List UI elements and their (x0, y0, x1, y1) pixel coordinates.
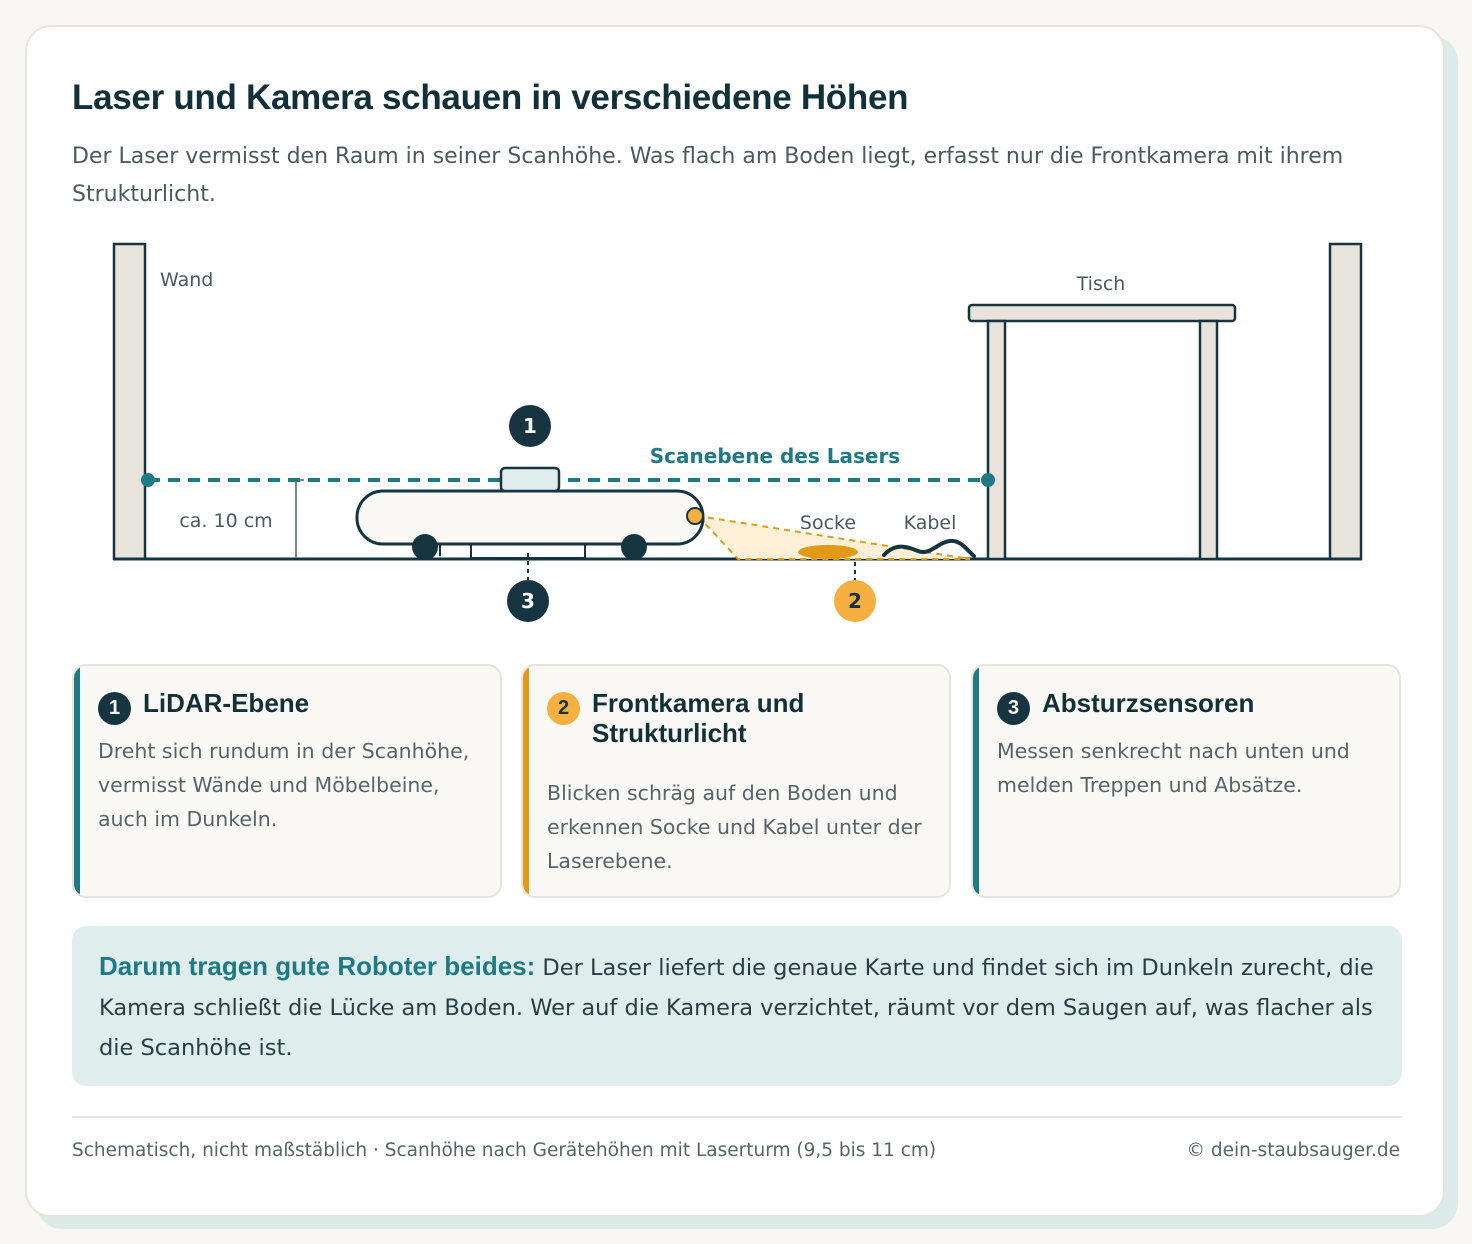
card-accent (523, 666, 529, 896)
card-badge: 1 (98, 692, 131, 725)
table-leg-right (1198, 319, 1219, 561)
marker-2-circle (834, 580, 876, 622)
robot-underside (439, 545, 586, 559)
card-cliff-sensors: 3 Absturzsensoren Messen senkrecht nach … (971, 664, 1401, 898)
summary-box: Darum tragen gute Roboter beides: Der La… (72, 926, 1402, 1086)
card-title: Absturzsensoren (1042, 688, 1255, 718)
card-text: Blicken schräg auf den Boden und erkenne… (547, 781, 922, 873)
card-title: LiDAR-Ebene (143, 688, 310, 718)
card-header: 1 LiDAR-Ebene (98, 688, 480, 725)
marker-3-circle (507, 580, 549, 622)
table-leg-left (986, 319, 1007, 561)
copyright: © dein-staubsauger.de (1186, 1140, 1400, 1161)
card-text: Messen senkrecht nach unten und melden T… (997, 739, 1350, 797)
card-header: 2 Frontkamera und Strukturlicht (547, 688, 929, 748)
card-title: Frontkamera und Strukturlicht (592, 688, 805, 748)
right-wall (1328, 242, 1363, 561)
summary-lead: Darum tragen gute Roboter beides: (99, 951, 536, 981)
footer-divider (72, 1116, 1402, 1118)
wall-label: Wand (160, 269, 213, 291)
left-wall (112, 242, 147, 561)
card-text: Dreht sich rundum in der Scanhöhe, vermi… (98, 739, 470, 831)
summary-text: Der Laser liefert die genaue Karte und f… (99, 955, 1374, 1061)
sock-label: Socke (800, 512, 856, 534)
page-subtitle: Der Laser vermisst den Raum in seiner Sc… (72, 144, 1344, 207)
robot-wheel-right (621, 534, 647, 560)
card-header: 3 Absturzsensoren (997, 688, 1379, 725)
table-top (967, 303, 1237, 323)
footnote: Schematisch, nicht maßstäblich · Scanhöh… (72, 1140, 937, 1161)
sock-shape (798, 545, 858, 559)
marker-3-number: 3 (521, 589, 535, 613)
scan-plane-label: Scanebene des Lasers (650, 444, 900, 468)
page-title: Laser und Kamera schauen in verschiedene… (72, 78, 909, 117)
robot-wheel-left (412, 534, 438, 560)
card-lidar: 1 LiDAR-Ebene Dreht sich rundum in der S… (72, 664, 502, 898)
card-accent (74, 666, 80, 896)
marker-2-number: 2 (848, 589, 862, 613)
scan-point-table (981, 473, 995, 487)
card-accent (973, 666, 979, 896)
scan-height-diagram: 1 3 2 Wand Tisch Scanebene des Lasers ca… (112, 242, 1363, 622)
lidar-turret (499, 466, 561, 493)
card-camera: 2 Frontkamera und Strukturlicht Blicken … (521, 664, 951, 898)
marker-1-circle (509, 405, 551, 447)
card-badge: 2 (547, 692, 580, 725)
front-camera (686, 507, 704, 525)
marker-1-number: 1 (523, 414, 537, 438)
scan-point-wall (141, 473, 155, 487)
table-label: Tisch (1076, 273, 1126, 295)
card-badge: 3 (997, 692, 1030, 725)
height-label: ca. 10 cm (179, 510, 272, 532)
robot-body (355, 489, 705, 546)
cable-label: Kabel (904, 512, 957, 534)
cable-shape (882, 538, 976, 558)
